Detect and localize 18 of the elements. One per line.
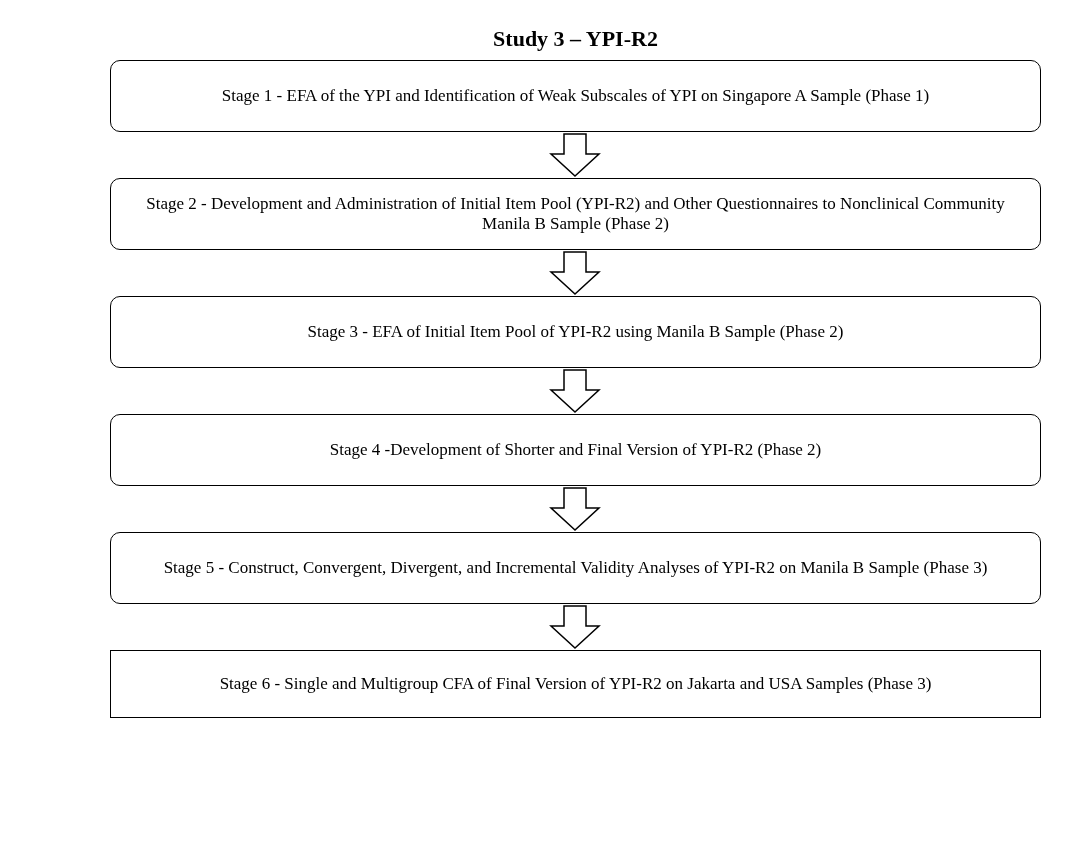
block-arrow: [549, 369, 601, 413]
stage-text: Stage 3 - EFA of Initial Item Pool of YPI-R2 using Manila B Sample (Phase 2): [307, 321, 844, 343]
block-arrow: [549, 251, 601, 295]
stage-box: [110, 414, 1041, 486]
stage-text: Stage 2 - Development and Administration of Initial Item Pool (YPI-R2) and Other Questionnaires to Nonclinical Community Manila B Sample (Phase 2): [145, 193, 1006, 235]
block-arrow: [549, 487, 601, 531]
stage-text: Stage 1 - EFA of the YPI and Identification of Weak Subscales of YPI on Singapore A Sample (Phase 1): [221, 85, 930, 107]
stage-box: [110, 296, 1041, 368]
stage-box: [110, 532, 1041, 604]
diagram-title: Study 3 – YPI-R2: [492, 26, 659, 52]
stage-box: [110, 178, 1041, 250]
stage-text: Stage 6 - Single and Multigroup CFA of Final Version of YPI-R2 on Jakarta and USA Samples (Phase 3): [219, 673, 932, 695]
stage-box: [110, 650, 1041, 718]
stage-text: Stage 4 -Development of Shorter and Final Version of YPI-R2 (Phase 2): [329, 439, 822, 461]
block-arrow: [549, 605, 601, 649]
block-arrow: [549, 133, 601, 177]
stage-text: Stage 5 - Construct, Convergent, Divergent, and Incremental Validity Analyses of YPI-R2 on Manila B Sample (Phase 3): [163, 557, 988, 579]
stage-box: [110, 60, 1041, 132]
